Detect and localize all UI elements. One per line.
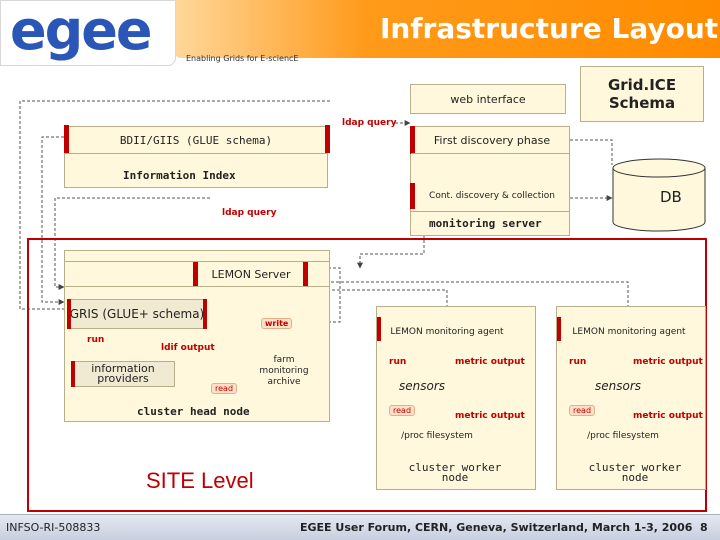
gris-bar-right [203, 299, 207, 329]
w1-run-tag: run [389, 357, 407, 367]
bdii-label: BDII/GIIS (GLUE schema) [119, 133, 273, 147]
site-level-label: SITE Level [146, 468, 254, 493]
logo-panel [0, 0, 176, 66]
ldap-query-top: ldap query [342, 118, 397, 128]
cont-discovery-label: Cont. discovery & collection [429, 191, 555, 201]
lemon-server-bar [193, 262, 198, 286]
ldif-output-tag: ldif output [161, 343, 215, 353]
w2-agent-label: LEMON monitoring agent [572, 327, 686, 337]
first-disc-divider [411, 153, 569, 154]
write-tag: write [261, 318, 293, 329]
cont-disc-divider [411, 211, 569, 212]
monitoring-server-box: First discovery phase Cont. discovery & … [410, 126, 570, 236]
page-number: 8 [700, 521, 708, 534]
w1-agent-bar [377, 317, 381, 341]
wire-bdii-web [19, 100, 330, 310]
farm-archive-label: farm monitoring archive [259, 355, 309, 387]
web-interface-label: web interface [450, 92, 526, 106]
db-label: DB [660, 188, 682, 206]
db-cylinder: DB [612, 158, 706, 232]
w2-metric-output-1: metric output [633, 357, 703, 367]
info-prov-bar [71, 361, 75, 387]
db-cylinder-shape [612, 158, 706, 232]
page-title: Infrastructure Layout [380, 12, 719, 45]
information-providers-box: information providers [71, 361, 175, 387]
cluster-head-node-label: cluster head node [137, 405, 250, 418]
w1-agent-label: LEMON monitoring agent [390, 327, 504, 337]
wire-ldap-left [41, 136, 65, 305]
header: egee Enabling Grids for E-sciencE Infras… [0, 0, 720, 66]
wire-first-disc [570, 139, 613, 165]
lemon-server-bar-right [303, 262, 308, 286]
bdii-right-bar [325, 125, 330, 153]
footer-center: EGEE User Forum, CERN, Geneva, Switzerla… [300, 521, 693, 534]
information-index-box: BDII/GIIS (GLUE schema) Information Inde… [64, 125, 330, 188]
w1-metric-output-1: metric output [455, 357, 525, 367]
w1-sensors-label: sensors [399, 379, 446, 393]
cont-disc-bar [410, 183, 415, 209]
w2-read-tag: read [569, 405, 596, 416]
worker-node-2: LEMON monitoring agent run metric output… [556, 306, 706, 490]
first-disc-bar [410, 126, 415, 154]
information-providers-label: information providers [91, 362, 155, 385]
first-discovery-label: First discovery phase [433, 133, 551, 147]
wire-agent1 [302, 287, 448, 318]
w2-run-tag: run [569, 357, 587, 367]
wire-ldap-left-2 [54, 197, 210, 290]
run-tag: run [87, 335, 105, 345]
read-tag: read [211, 383, 238, 394]
wire-mon-lemon [357, 230, 425, 269]
gridice-schema-box: Grid.ICE Schema [580, 66, 704, 122]
gris-bar-left [67, 299, 71, 329]
w2-metric-output-2: metric output [633, 411, 703, 421]
information-index-label: Information Index [123, 169, 236, 182]
w2-sensors-label: sensors [595, 379, 642, 393]
egee-logo: egee [10, 2, 170, 60]
w1-node-label: cluster worker node [408, 461, 502, 484]
footer-left: INFSO-RI-508833 [6, 521, 101, 534]
w1-read-tag: read [389, 405, 416, 416]
w1-metric-output-2: metric output [455, 411, 525, 421]
w2-node-label: cluster worker node [588, 461, 682, 484]
tagline: Enabling Grids for E-sciencE [186, 54, 299, 63]
web-interface-box: web interface [410, 84, 566, 114]
lemon-server-strip: LEMON Server [65, 261, 329, 287]
title-bar [175, 0, 720, 58]
monitoring-server-label: monitoring server [429, 217, 542, 230]
w1-proc-label: /proc filesystem [401, 431, 473, 441]
gris-label: GRIS (GLUE+ schema) [69, 307, 205, 321]
bdii-divider [65, 153, 327, 154]
gris-box: GRIS (GLUE+ schema) [67, 299, 207, 329]
logo-text: egee [10, 0, 153, 62]
gridice-schema-label: Grid.ICE Schema [607, 76, 677, 112]
site-frame [27, 238, 707, 512]
lemon-server-label: LEMON Server [211, 267, 291, 281]
cluster-head-node-box: LEMON Server GRIS (GLUE+ schema) write r… [64, 250, 330, 422]
w2-agent-bar [557, 317, 561, 341]
ldap-query-left: ldap query [222, 208, 277, 218]
w2-proc-label: /proc filesystem [587, 431, 659, 441]
footer: INFSO-RI-508833 EGEE User Forum, CERN, G… [0, 514, 720, 540]
bdii-left-bar [64, 125, 69, 153]
worker-node-1: LEMON monitoring agent run metric output… [376, 306, 536, 490]
